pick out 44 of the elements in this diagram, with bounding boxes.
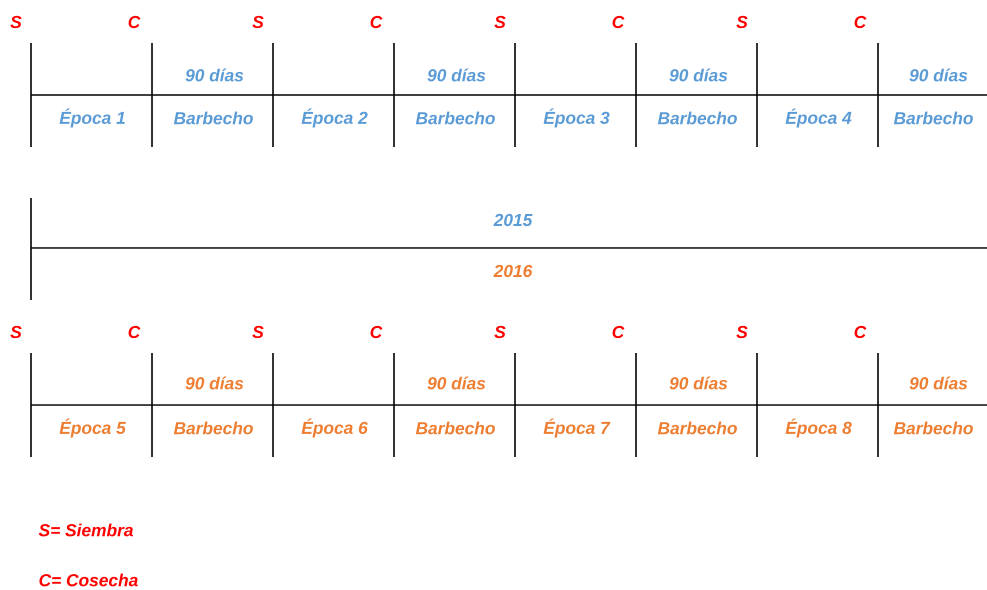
period-label: Época 1 [60,108,125,128]
year-label: 2016 [493,264,532,278]
event-letter: C [370,326,382,338]
duration-label: 90 días [670,376,728,390]
period-label: Barbecho [416,112,495,124]
event-letter: S [10,326,22,338]
period-label: Barbecho [174,112,253,124]
duration-label: 90 días [910,376,968,390]
event-letter: S [494,326,506,338]
event-letter: C [612,16,624,28]
event-letter: S [252,16,264,28]
period-label: Barbecho [658,422,737,434]
period-label: Época 7 [544,418,610,438]
duration-label: 90 días [428,376,486,390]
event-letter: C [854,16,866,28]
year-label: 2015 [493,214,532,226]
period-label: Barbecho [174,422,253,434]
event-letter: C [854,326,866,338]
event-letter: C [370,16,382,28]
duration-label: 90 días [670,68,728,82]
duration-label: 90 días [910,68,968,82]
period-label: Época 2 [302,108,368,128]
legend-note: S= Siembra [38,524,133,536]
period-label: Época 4 [786,108,852,128]
event-letter: C [128,326,140,338]
event-letter: S [494,16,506,28]
duration-label: 90 días [428,68,486,82]
event-letter: S [252,326,264,338]
event-letter: S [10,16,22,28]
event-letter: S [736,326,748,338]
event-letter: C [612,326,624,338]
period-label: Época 8 [786,418,852,438]
duration-label: 90 días [186,376,244,390]
event-letter: S [736,16,748,28]
period-label: Barbecho [894,422,973,434]
period-label: Barbecho [416,422,495,434]
duration-label: 90 días [186,68,244,82]
period-label: Barbecho [894,112,973,124]
period-label: Época 6 [302,418,368,438]
period-label: Época 3 [544,108,610,128]
period-label: Barbecho [658,112,737,124]
legend-note: C= Cosecha [39,574,138,586]
event-letter: C [128,16,140,28]
period-label: Época 5 [60,418,126,438]
